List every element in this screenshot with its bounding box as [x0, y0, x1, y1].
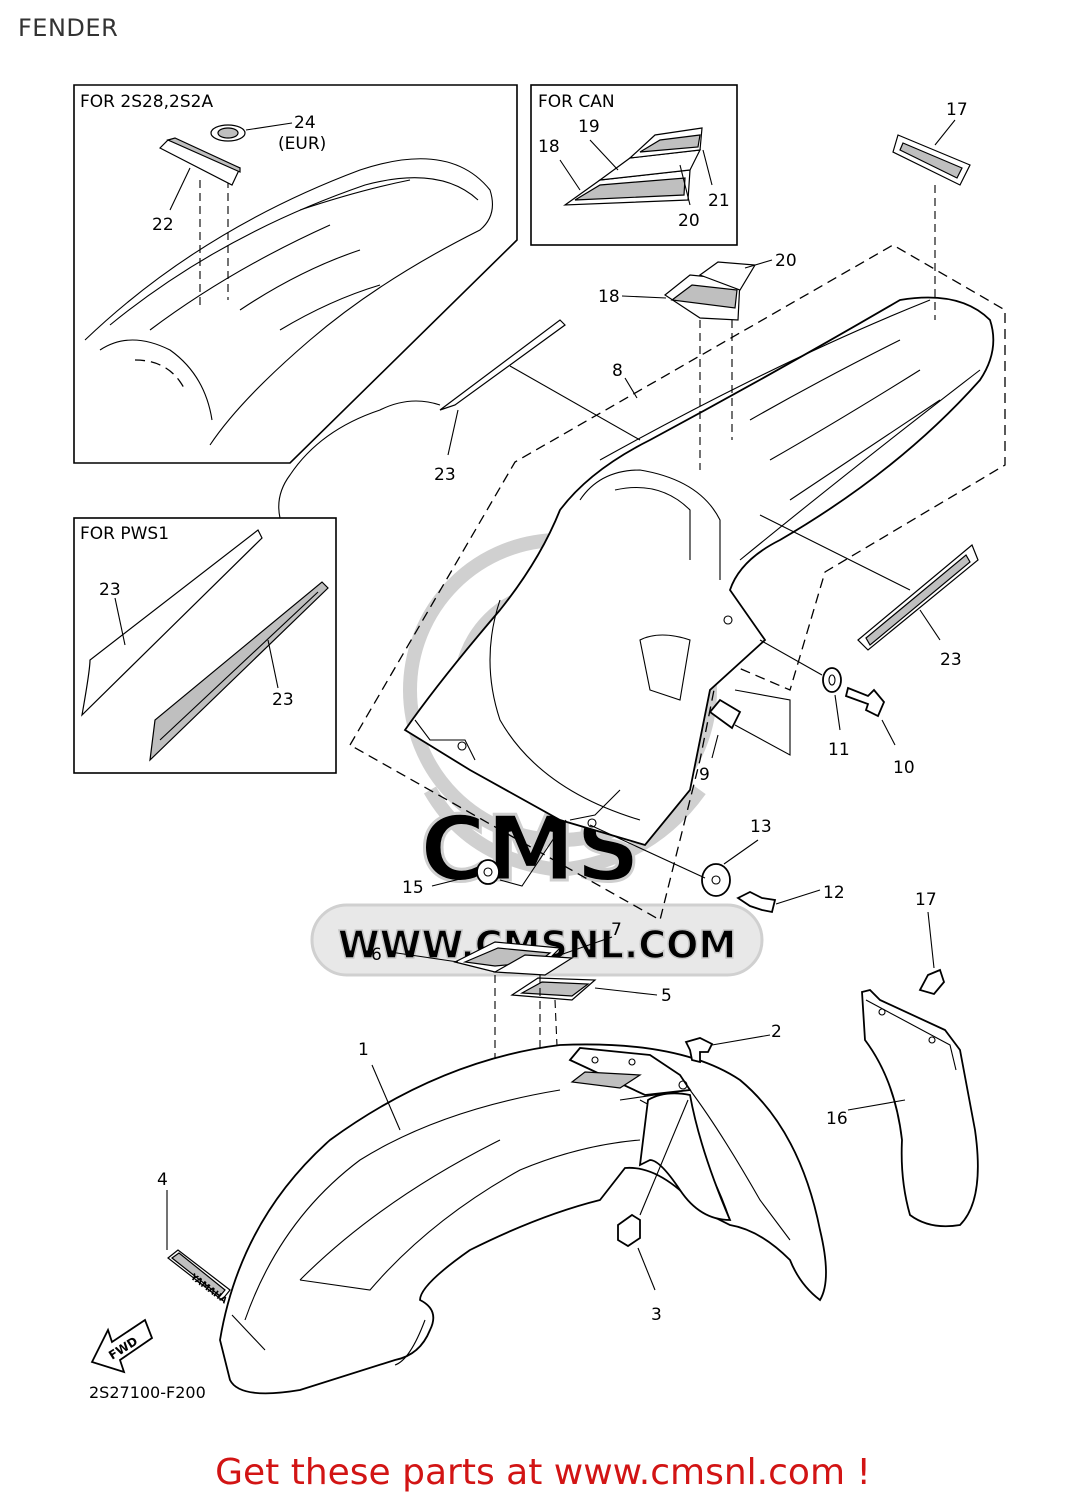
front-decals: 6 7 5 [371, 920, 672, 1116]
mud-flap: 16 17 [826, 890, 979, 1228]
callout-16: 17 [915, 890, 937, 910]
callout-17: 17 [946, 100, 968, 120]
callout-5: 5 [661, 986, 672, 1006]
callout-18-can: 18 [538, 137, 560, 157]
inset-pws1: FOR PWS1 23 23 [73, 400, 441, 774]
callout-20-can: 20 [678, 211, 700, 231]
callout-10: 10 [893, 758, 915, 778]
callout-20: 20 [775, 251, 797, 271]
callout-1: 1 [358, 1040, 369, 1060]
drawing-code: 2S27100-F200 [89, 1383, 206, 1402]
callout-13: 13 [750, 817, 772, 837]
callout-9: 9 [699, 765, 710, 785]
callout-24: 24 [294, 113, 316, 133]
inset-2s28: FOR 2S28,2S2A 24 (EUR) 22 [73, 84, 518, 464]
callout-6: 6 [371, 945, 382, 965]
callout-23-pws1a: 23 [99, 580, 121, 600]
callout-23-pws1b: 23 [272, 690, 294, 710]
inset-label-can: FOR CAN [538, 92, 615, 112]
rear-fender: 8 23 17 18 20 23 [349, 100, 1006, 921]
callout-23-left: 23 [434, 465, 456, 485]
callout-3: 3 [651, 1305, 662, 1325]
callout-19-can: 19 [578, 117, 600, 137]
callout-11: 11 [828, 740, 850, 760]
callout-8: 8 [612, 361, 623, 381]
callout-2: 2 [771, 1022, 782, 1042]
front-fender: 1 2 3 YAMAHA 4 [157, 1022, 827, 1395]
hardware: 9 11 10 13 12 15 [402, 639, 915, 914]
forward-arrow: FWD [90, 1318, 154, 1374]
inset-label-2s28: FOR 2S28,2S2A [80, 92, 213, 112]
inset-can: FOR CAN 19 18 20 21 [530, 84, 738, 246]
callout-23-right: 23 [940, 650, 962, 670]
callout-18: 18 [598, 287, 620, 307]
callout-21-can: 21 [708, 191, 730, 211]
callout-4: 4 [157, 1170, 168, 1190]
inset-label-pws1: FOR PWS1 [80, 524, 169, 544]
callout-15: 16 [826, 1109, 848, 1129]
note-eur: (EUR) [278, 134, 326, 154]
footer-link[interactable]: Get these parts at www.cmsnl.com ! [0, 1452, 1086, 1493]
callout-14: 15 [402, 878, 424, 898]
callout-7: 7 [611, 920, 622, 940]
callout-22: 22 [152, 215, 174, 235]
page-title: FENDER [18, 14, 119, 42]
callout-12: 12 [823, 883, 845, 903]
footer-link-text[interactable]: Get these parts at www.cmsnl.com ! [215, 1452, 871, 1493]
